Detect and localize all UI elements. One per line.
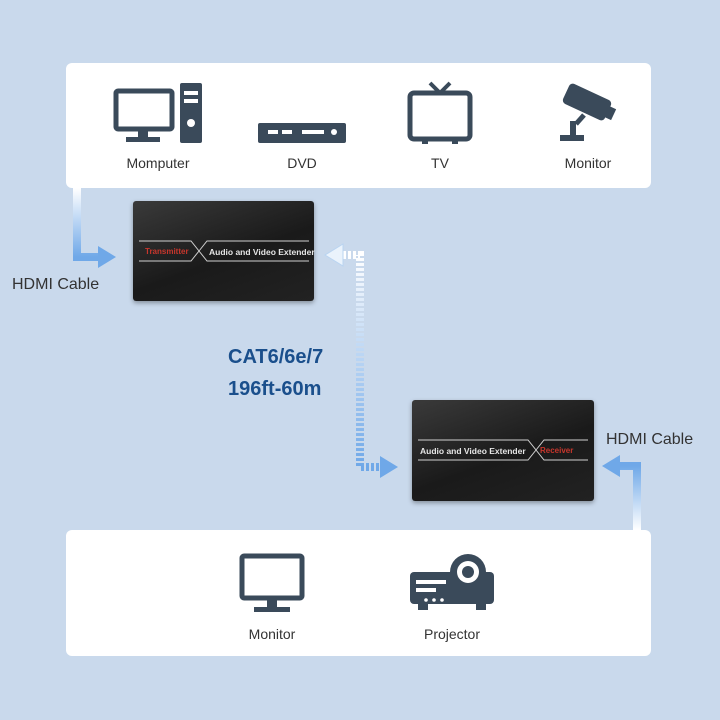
box-decor-lines	[418, 439, 588, 461]
transmitter-box: Transmitter Audio and Video Extender	[133, 201, 315, 301]
source-camera: Monitor	[528, 79, 648, 171]
source-label: Monitor	[564, 155, 612, 171]
source-dvd: DVD	[242, 79, 362, 171]
transmitter-label: Transmitter	[145, 247, 189, 256]
extender-title: Audio and Video Extender	[209, 247, 315, 257]
source-computer: Momputer	[98, 79, 218, 171]
receiver-label: Receiver	[540, 446, 574, 455]
display-monitor: Monitor	[212, 550, 332, 642]
projector-icon	[410, 554, 494, 610]
dvd-player-icon	[258, 123, 346, 143]
display-projector: Projector	[392, 550, 512, 642]
hdmi-cable-label-right: HDMI Cable	[606, 431, 694, 448]
source-label: DVD	[287, 155, 317, 171]
receiver-box: Audio and Video Extender Receiver	[412, 400, 594, 501]
source-label: TV	[431, 155, 449, 171]
security-camera-icon	[560, 83, 617, 141]
extender-title: Audio and Video Extender	[420, 446, 526, 456]
computer-icon	[113, 83, 202, 143]
hdmi-cable-label-left: HDMI Cable	[12, 276, 100, 293]
display-devices-panel: Monitor Projector	[66, 530, 651, 656]
monitor-icon	[239, 553, 305, 612]
box-decor-lines	[139, 240, 309, 262]
display-label: Projector	[423, 626, 481, 642]
display-label: Monitor	[248, 626, 296, 642]
source-devices-panel: Momputer DVD TV Monitor	[66, 63, 651, 188]
source-tv: TV	[380, 79, 500, 171]
tv-icon	[407, 81, 473, 144]
cable-distance-label: 196ft-60m	[228, 378, 322, 400]
source-label: Momputer	[126, 155, 190, 171]
cable-type-label: CAT6/6e/7	[228, 346, 324, 368]
